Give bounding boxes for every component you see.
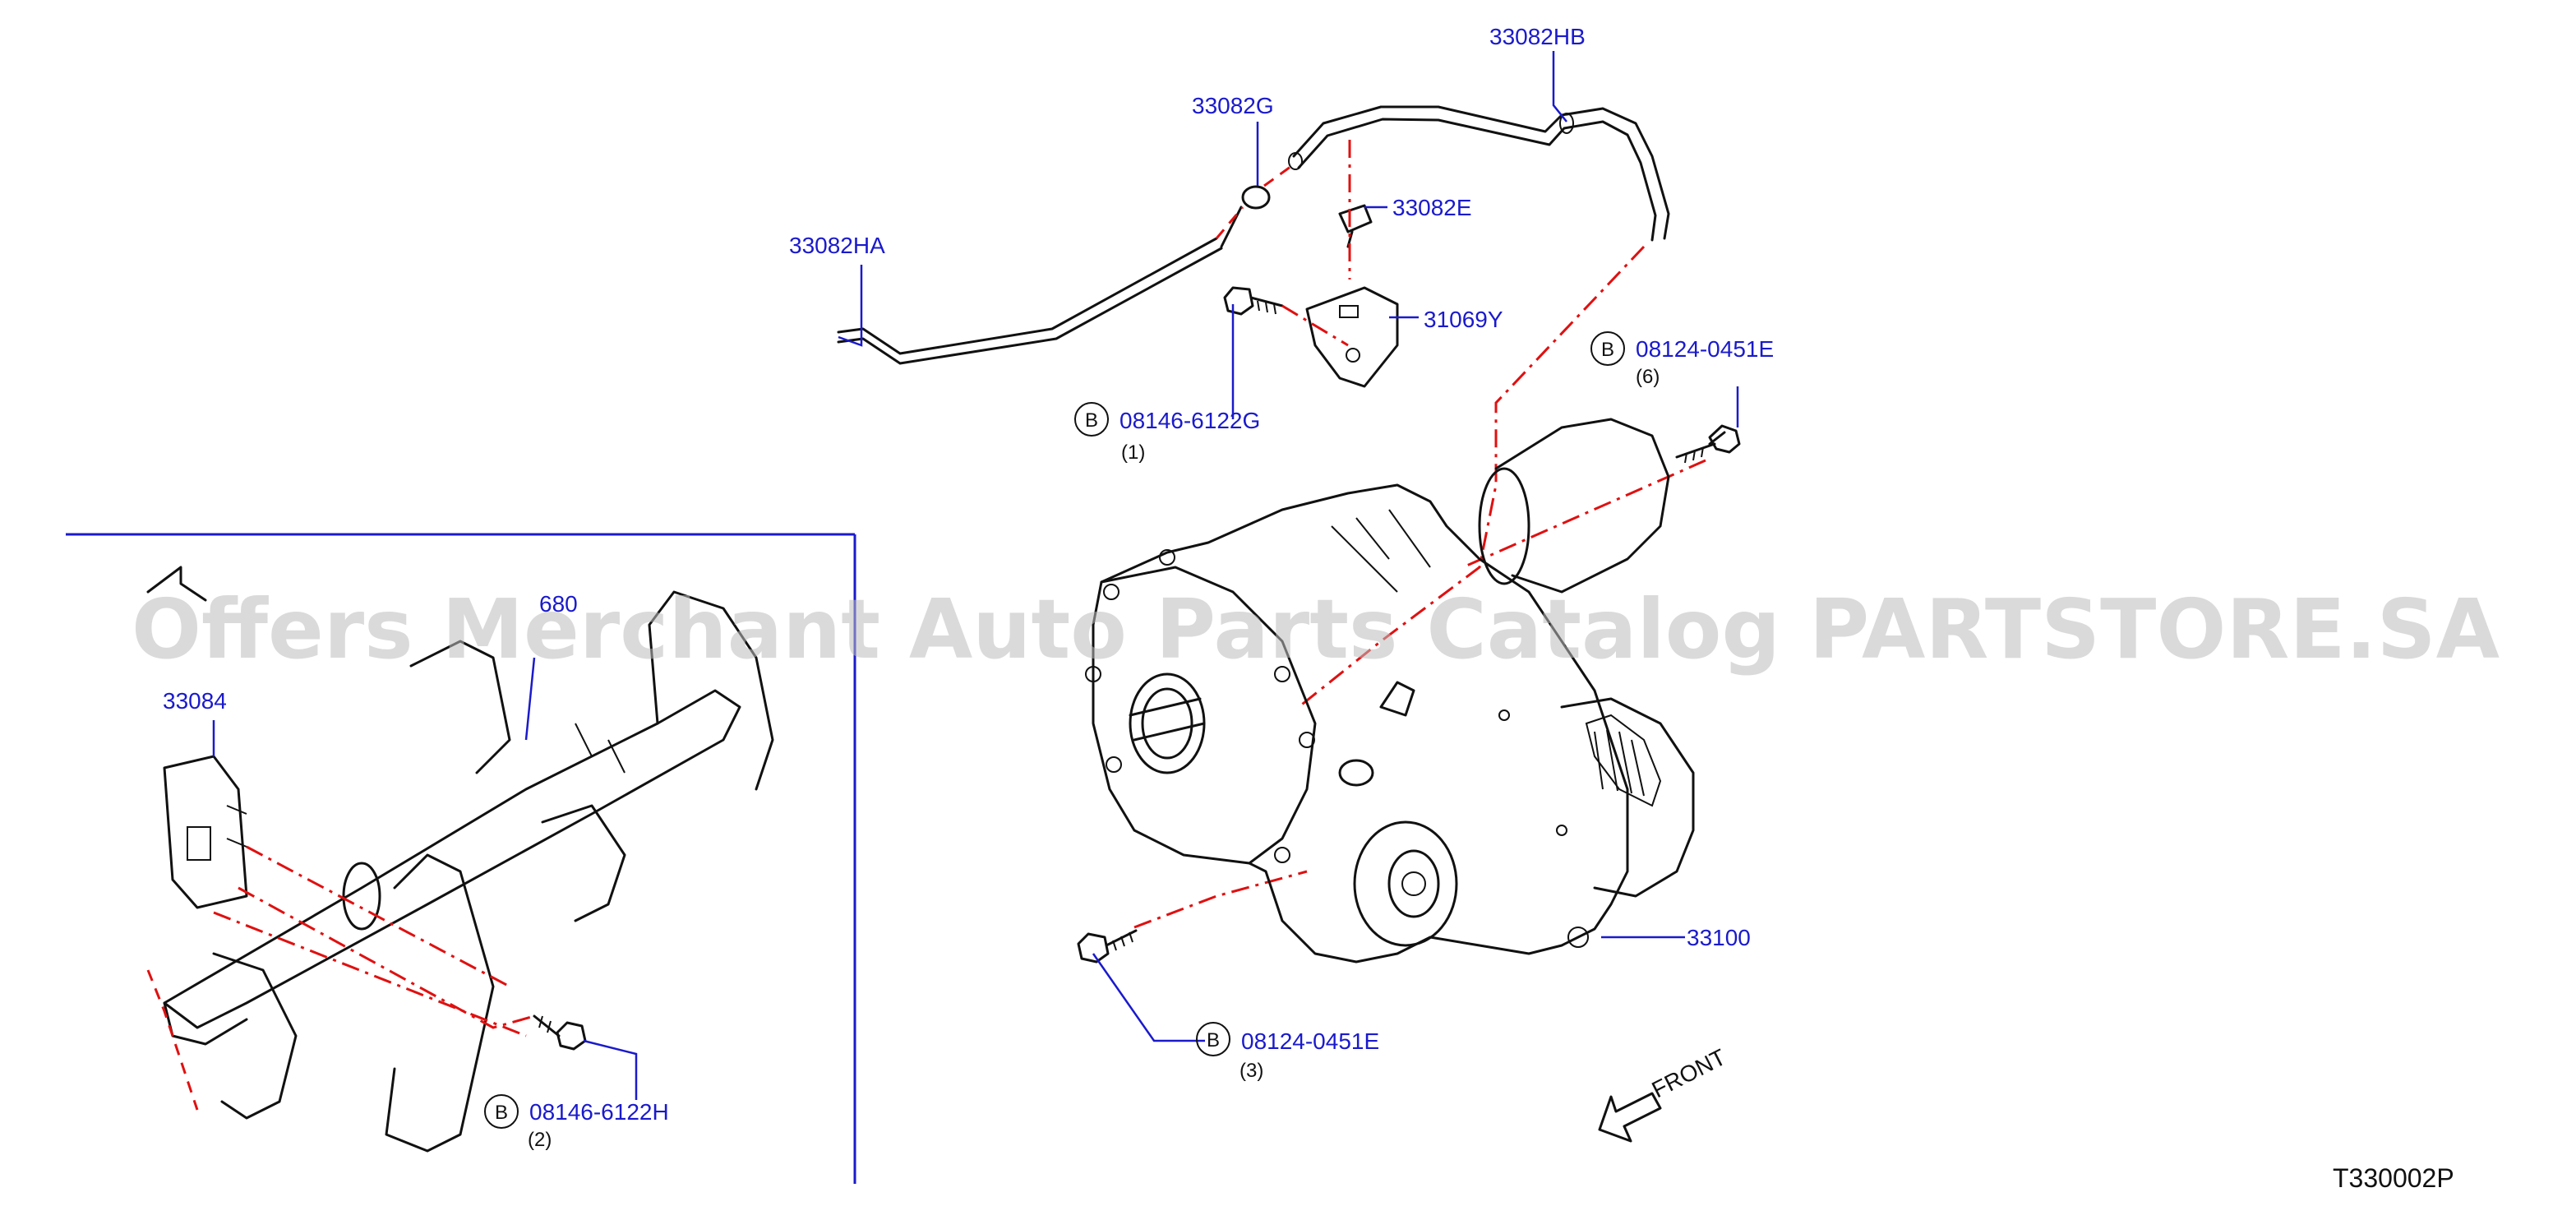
- bolt-letter: B: [1085, 409, 1098, 432]
- breather-hose-assembly: [837, 105, 1670, 388]
- callout-bolt-08124-0451e-bottom[interactable]: B 08124-0451E (3): [1196, 1022, 1379, 1082]
- front-arrow: [1598, 1092, 1662, 1143]
- bolt-letter-circle: [1074, 402, 1109, 437]
- bolt-part-number: 08146-6122H: [529, 1099, 669, 1125]
- callout-bolt-08146-6122h[interactable]: B 08146-6122H (2): [484, 1094, 669, 1151]
- callout-33100[interactable]: 33100: [1687, 925, 1751, 950]
- assembly-guide-lines-upper: [1133, 140, 1706, 929]
- transfer-case-assembly: [1085, 418, 1695, 964]
- steering-member-assembly: [146, 566, 774, 1153]
- control-unit-33084: [163, 755, 248, 909]
- bolt-letter-circle: [484, 1094, 519, 1129]
- callout-33084[interactable]: 33084: [163, 688, 227, 714]
- callout-33082g[interactable]: 33082G: [1192, 93, 1274, 118]
- bolt-quantity: (1): [1121, 441, 1145, 464]
- callout-sec-680[interactable]: 680: [539, 591, 578, 617]
- front-arrow-label: FRONT: [1648, 1044, 1730, 1102]
- inset-frame: [66, 533, 856, 1184]
- bolt-quantity: (3): [1240, 1060, 1263, 1082]
- callout-33082ha[interactable]: 33082HA: [789, 233, 885, 258]
- bolt-08124-0451e-bottom: [1077, 929, 1138, 964]
- leader-lines: [212, 51, 1739, 1100]
- callout-33082hb[interactable]: 33082HB: [1489, 24, 1586, 49]
- callout-33082e[interactable]: 33082E: [1392, 195, 1472, 220]
- bolt-letter: B: [495, 1102, 508, 1124]
- bolt-08146-6122h: [533, 1014, 587, 1051]
- assembly-guide-lines-inset: [146, 845, 535, 1111]
- bolt-letter-circle: [1196, 1022, 1230, 1056]
- bolt-letter: B: [1601, 339, 1614, 361]
- bolt-letter-circle: [1590, 331, 1625, 366]
- bolt-part-number: 08124-0451E: [1636, 336, 1774, 362]
- bolt-part-number: 08124-0451E: [1241, 1028, 1379, 1054]
- callout-31069y[interactable]: 31069Y: [1424, 307, 1503, 332]
- diagram-reference-code: T330002P: [2333, 1163, 2454, 1193]
- callout-bolt-08124-0451e-top[interactable]: B 08124-0451E (6): [1590, 331, 1774, 388]
- watermark-text: Offers Merchant Auto Parts Catalog PARTS…: [132, 581, 2500, 677]
- callout-bolt-08146-6122g[interactable]: B 08146-6122G (1): [1074, 402, 1260, 464]
- bolt-quantity: (2): [528, 1129, 552, 1151]
- bolt-quantity: (6): [1636, 366, 1660, 388]
- bolt-part-number: 08146-6122G: [1119, 408, 1260, 433]
- bolt-08124-0451e-top: [1675, 424, 1741, 464]
- bolt-letter: B: [1207, 1029, 1220, 1051]
